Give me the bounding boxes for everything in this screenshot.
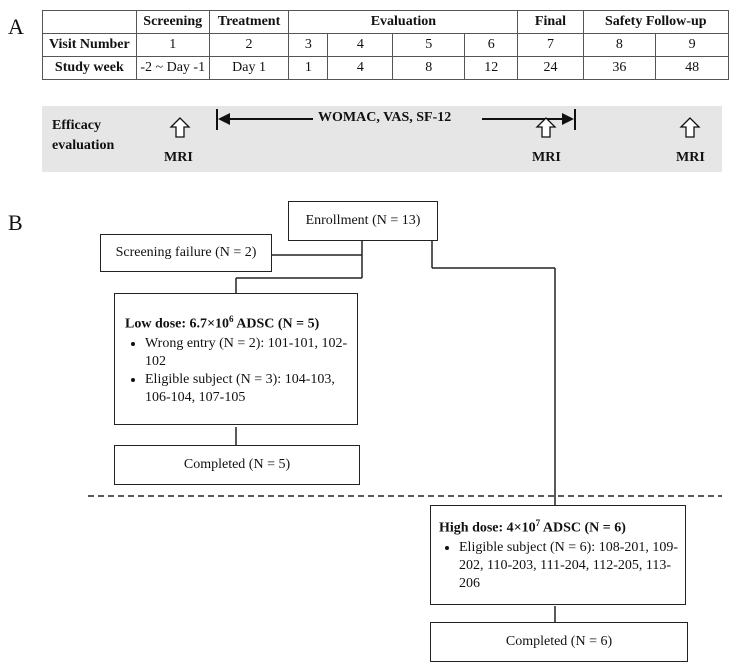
week-cell: 4 xyxy=(327,56,394,80)
visit-cell: 9 xyxy=(655,33,729,57)
week-cell: -2 ~ Day -1 xyxy=(135,56,210,80)
phase-screening: Screening xyxy=(135,10,210,34)
visit-cell: 4 xyxy=(327,33,394,57)
week-cell: 36 xyxy=(582,56,657,80)
week-cell: Day 1 xyxy=(208,56,290,80)
efficacy-label-line2: evaluation xyxy=(52,138,115,153)
screening-failure-box: Screening failure (N = 2) xyxy=(100,234,272,272)
phase-evaluation: Evaluation xyxy=(288,10,519,34)
visit-cell: 7 xyxy=(517,33,584,57)
list-item: Eligible subject (N = 6): 108-201, 109-2… xyxy=(459,539,685,593)
week-row-label: Study week xyxy=(42,56,137,80)
phase-safety-follow-up: Safety Follow-up xyxy=(582,10,729,34)
panel-b-label: B xyxy=(8,210,23,235)
visit-row-label: Visit Number xyxy=(42,33,137,57)
low-dose-title: Low dose: 6.7×106 ADSC (N = 5) xyxy=(125,314,320,332)
list-item: Wrong entry (N = 2): 101-101, 102-102 xyxy=(145,335,357,371)
high-completed-box: Completed (N = 6) xyxy=(430,622,688,662)
range-arrow-left-icon xyxy=(218,113,230,125)
week-cell: 1 xyxy=(288,56,329,80)
phase-empty-cell xyxy=(42,10,137,34)
mri-label: MRI xyxy=(532,150,561,165)
phase-row: Screening Treatment Evaluation Final Saf… xyxy=(42,10,729,34)
week-cell: 12 xyxy=(464,56,519,80)
efficacy-label: Efficacy evaluation xyxy=(52,116,114,156)
low-dose-box: Low dose: 6.7×106 ADSC (N = 5) Wrong ent… xyxy=(114,293,358,425)
low-completed-box: Completed (N = 5) xyxy=(114,445,360,485)
high-dose-list: Eligible subject (N = 6): 108-201, 109-2… xyxy=(439,539,685,593)
high-dose-title: High dose: 4×107 ADSC (N = 6) xyxy=(439,518,626,536)
mri-label: MRI xyxy=(676,150,705,165)
mri-label: MRI xyxy=(164,150,193,165)
low-dose-list: Wrong entry (N = 2): 101-101, 102-102 El… xyxy=(125,335,357,407)
week-cell: 8 xyxy=(392,56,466,80)
efficacy-label-line1: Efficacy xyxy=(52,118,101,133)
enrollment-box: Enrollment (N = 13) xyxy=(288,201,438,241)
week-row: Study week -2 ~ Day -1 Day 1 1 4 8 12 24… xyxy=(42,56,729,80)
mri-up-arrow-icon xyxy=(535,117,557,138)
list-item: Eligible subject (N = 3): 104-103, 106-1… xyxy=(145,371,357,407)
visit-cell: 8 xyxy=(582,33,657,57)
efficacy-evaluation-band xyxy=(42,106,722,172)
week-cell: 24 xyxy=(517,56,584,80)
high-dose-box: High dose: 4×107 ADSC (N = 6) Eligible s… xyxy=(430,505,686,605)
visit-row: Visit Number 1 2 3 4 5 6 7 8 9 xyxy=(42,33,729,57)
week-cell: 48 xyxy=(655,56,729,80)
mri-up-arrow-icon xyxy=(679,117,701,138)
range-arrow-right-icon xyxy=(562,113,574,125)
visit-cell: 1 xyxy=(135,33,210,57)
panel-a-label: A xyxy=(8,14,24,39)
range-label: WOMAC, VAS, SF-12 xyxy=(318,110,452,125)
mri-up-arrow-icon xyxy=(169,117,191,138)
schedule-table: Screening Treatment Evaluation Final Saf… xyxy=(42,10,729,80)
